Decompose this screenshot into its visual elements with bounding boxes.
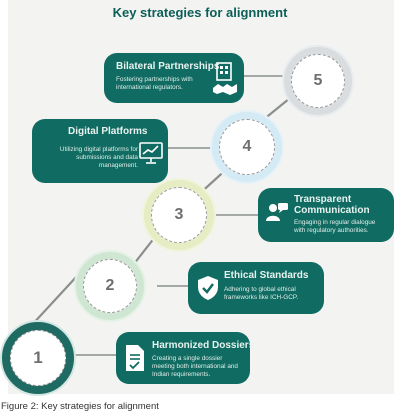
strategy-title: Harmonized Dossiers [152, 340, 255, 351]
step-number: 1 [33, 348, 43, 367]
infographic-title: Key strategies for alignment [112, 5, 288, 20]
step-2-circle: 2 [74, 250, 146, 322]
strategy-card-digital-platforms: Digital Platforms Utilizing digital plat… [32, 119, 168, 183]
strategy-description: Utilizing digital platforms for submissi… [59, 146, 138, 169]
handshake-building-icon [213, 62, 237, 95]
strategy-card-harmonized-dossiers: Harmonized Dossiers Creating a single do… [116, 332, 254, 384]
step-4-circle: 4 [210, 110, 284, 184]
step-number: 3 [174, 206, 184, 223]
strategy-card-ethical-standards: Ethical Standards Adhering to global eth… [188, 262, 324, 314]
step-number: 2 [105, 277, 115, 294]
strategy-title: Transparent Communication [294, 194, 370, 216]
strategy-description: Creating a single dossier meeting both i… [152, 355, 238, 378]
strategy-description: Adhering to global ethical frameworks li… [224, 286, 299, 301]
figure-caption: Figure 2: Key strategies for alignment [1, 401, 159, 412]
step-3-circle: 3 [142, 178, 216, 252]
step-number: 5 [313, 72, 323, 89]
monitor-chart-icon [139, 142, 163, 164]
people-communication-icon [266, 203, 288, 221]
strategy-description: Fostering partnerships with internationa… [116, 76, 193, 91]
step-5-circle: 5 [282, 45, 354, 117]
document-check-icon [126, 345, 144, 371]
shield-check-icon [198, 276, 218, 300]
strategy-title: Digital Platforms [68, 126, 148, 137]
strategy-description: Engaging in regular dialogue with regula… [294, 219, 376, 234]
strategy-card-transparent-communication: Transparent Communication Engaging in re… [258, 188, 394, 242]
strategy-title: Bilateral Partnerships [116, 61, 220, 72]
step-1-circle: 1 [0, 320, 76, 396]
strategy-title: Ethical Standards [224, 270, 309, 281]
strategy-card-bilateral-partnerships: Bilateral Partnerships Fostering partner… [104, 53, 244, 103]
step-number: 4 [242, 138, 252, 155]
